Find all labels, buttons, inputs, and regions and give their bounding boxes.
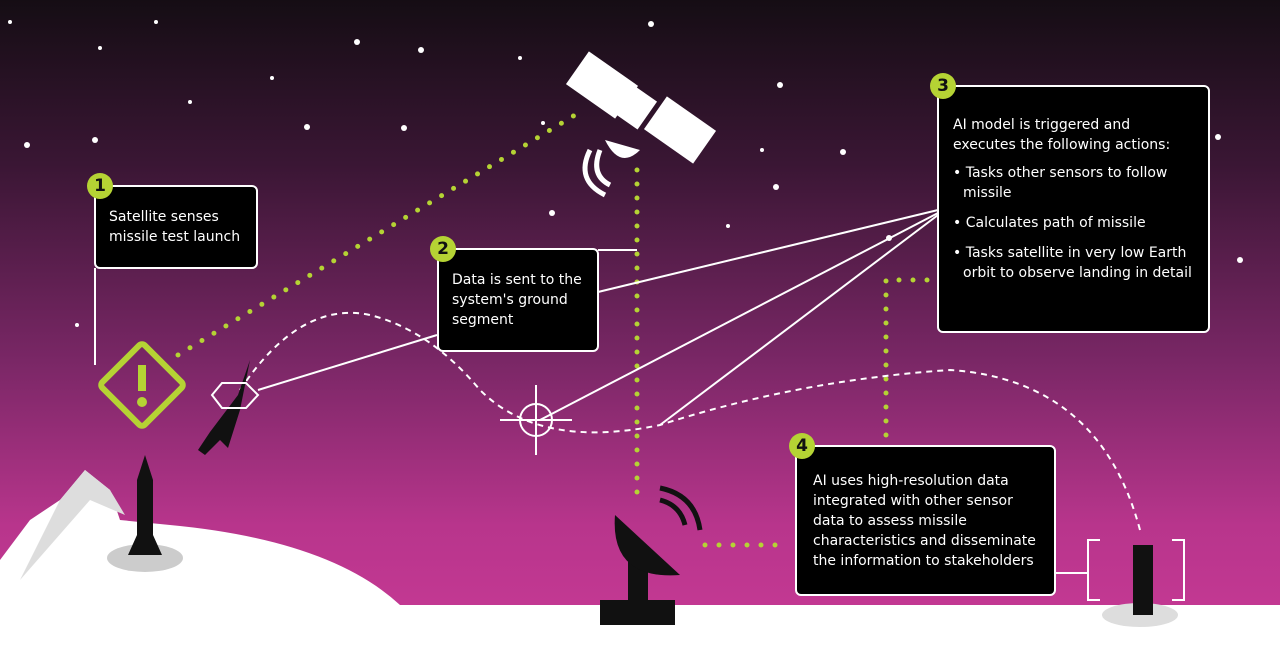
step-3-box: AI model is triggered and executes the f…	[937, 85, 1210, 333]
trajectory	[239, 311, 1141, 531]
step-4-badge: 4	[789, 433, 815, 459]
ground-station-icon	[600, 485, 703, 625]
action-item: Tasks other sensors to follow missile	[953, 163, 1194, 203]
step-3-actions: Tasks other sensors to follow missile Ca…	[953, 163, 1194, 283]
step-1-badge: 1	[87, 173, 113, 199]
stars	[8, 20, 1243, 327]
step-2-box: Data is sent to the system's ground segm…	[437, 248, 599, 352]
step-2-text: Data is sent to the system's ground segm…	[452, 272, 582, 328]
step-4-box: AI uses high-resolution data integrated …	[795, 445, 1056, 596]
step-3-badge: 3	[930, 73, 956, 99]
mountain	[20, 470, 125, 580]
action-item: Tasks satellite in very low Earth orbit …	[953, 243, 1194, 283]
step-3-text: AI model is triggered and executes the f…	[953, 117, 1171, 153]
ground	[0, 470, 1280, 657]
warning-icon	[98, 341, 186, 429]
landing-sensor-icon	[1087, 539, 1185, 627]
connector-lines	[94, 209, 1087, 574]
action-item: Calculates path of missile	[953, 213, 1194, 233]
missile-icon	[198, 360, 260, 455]
data-links	[175, 112, 933, 548]
target-reticle-icon	[500, 385, 572, 455]
step-1-text: Satellite senses missile test launch	[109, 209, 241, 245]
step-1-box: Satellite senses missile test launch	[94, 185, 258, 269]
missile-launcher-icon	[107, 455, 183, 572]
step-4-text: AI uses high-resolution data integrated …	[813, 473, 1036, 569]
satellite-icon	[565, 51, 717, 198]
step-2-badge: 2	[430, 236, 456, 262]
